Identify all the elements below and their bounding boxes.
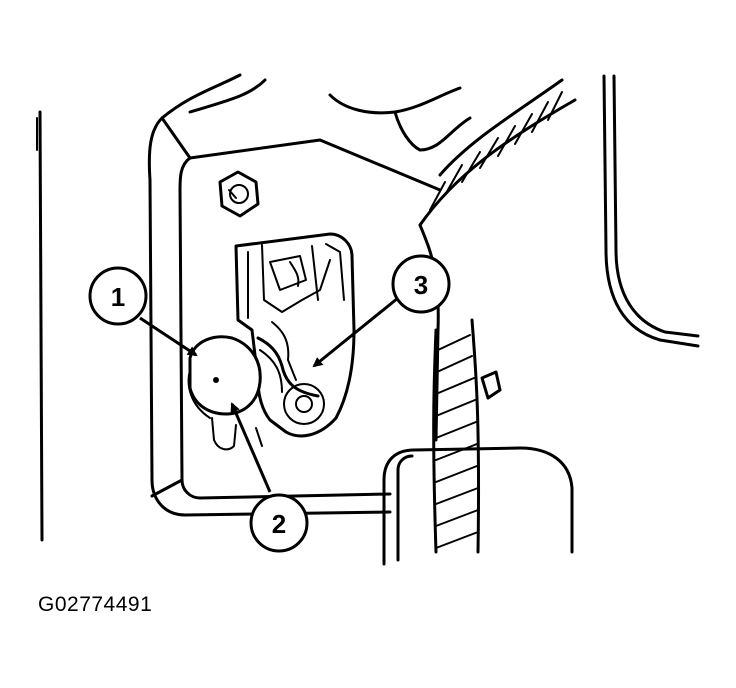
callout-2: 2 (249, 493, 309, 553)
bolt-head (218, 170, 260, 218)
door-seal-lower (432, 318, 502, 554)
callout-1: 1 (88, 266, 148, 326)
callout-1-label: 1 (111, 282, 125, 312)
leader-2 (230, 402, 272, 493)
latch-mechanism (234, 232, 356, 438)
left-frame-edge (36, 110, 44, 542)
rotary-actuator (187, 335, 263, 451)
actuator-pivot (213, 377, 219, 383)
callout-2-label: 2 (272, 509, 286, 539)
door-seal-upper (418, 78, 577, 227)
leader-3 (312, 296, 399, 368)
callout-3: 3 (391, 254, 451, 314)
door-frame-right (602, 74, 700, 348)
callout-leaders (139, 296, 399, 493)
callout-3-label: 3 (414, 270, 428, 300)
upper-panel-contour (160, 73, 472, 152)
leader-1 (139, 316, 198, 357)
figure-id-label: G02774491 (38, 593, 153, 616)
lower-door-panel (382, 446, 574, 566)
